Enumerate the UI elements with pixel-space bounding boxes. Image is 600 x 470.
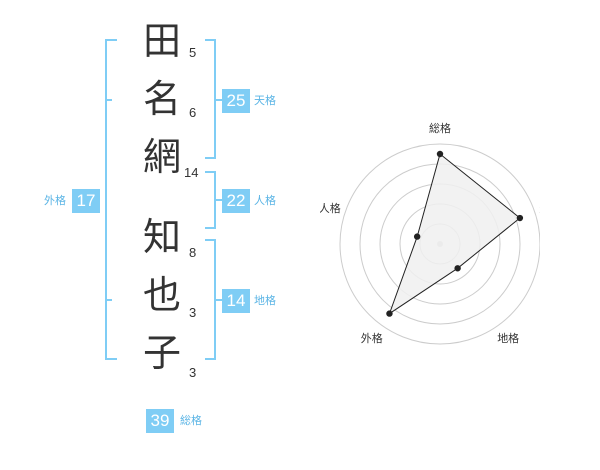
soukaku-value-badge: 39 xyxy=(146,409,174,433)
stroke-count-5: 3 xyxy=(189,305,197,320)
chikaku-value-badge: 14 xyxy=(222,289,250,313)
name-char-1: 田 xyxy=(142,19,181,63)
radar-axis-label-1: 総格 xyxy=(429,121,451,135)
name-char-5: 也 xyxy=(142,273,181,317)
radar-point-3 xyxy=(454,265,461,272)
jinkaku-value-badge: 22 xyxy=(222,189,250,213)
radar-point-2 xyxy=(516,214,524,222)
radar-ring-5 xyxy=(339,143,540,345)
radar-axis-label-3: 地格 xyxy=(497,331,519,345)
stroke-count-2: 6 xyxy=(189,105,197,120)
gaikaku-bracket xyxy=(105,39,117,360)
tenkaku-value-badge: 25 xyxy=(222,89,250,113)
chikaku-bracket xyxy=(205,239,222,360)
gaikaku-value-badge: 17 xyxy=(72,189,100,213)
radar-axis-label-5: 人格 xyxy=(320,201,341,215)
radar-point-4 xyxy=(386,310,393,317)
gaikaku-label: 外格 xyxy=(44,194,66,207)
radar-point-5 xyxy=(413,233,421,240)
stroke-count-3: 14 xyxy=(184,165,199,180)
name-char-6: 子 xyxy=(142,331,181,375)
radar-axis-label-2: 天格 xyxy=(539,201,540,215)
name-char-4: 知 xyxy=(142,215,181,259)
radar-point-1 xyxy=(436,150,444,158)
jinkaku-label: 人格 xyxy=(254,194,276,207)
name-char-3: 網 xyxy=(142,135,181,179)
radar-axis-label-4: 外格 xyxy=(361,331,383,345)
tenkaku-bracket xyxy=(205,39,222,159)
soukaku-label: 総格 xyxy=(180,414,202,427)
radar-chart: 総格天格地格 外格 人格 xyxy=(320,121,540,345)
stroke-count-1: 5 xyxy=(189,45,197,60)
chikaku-label: 地格 xyxy=(254,294,276,307)
tenkaku-label: 天格 xyxy=(254,94,276,107)
name-char-2: 名 xyxy=(142,77,181,121)
jinkaku-bracket xyxy=(205,171,222,229)
radar-polygon xyxy=(388,153,521,315)
stroke-count-4: 8 xyxy=(189,245,197,260)
stroke-count-6: 3 xyxy=(189,365,197,380)
